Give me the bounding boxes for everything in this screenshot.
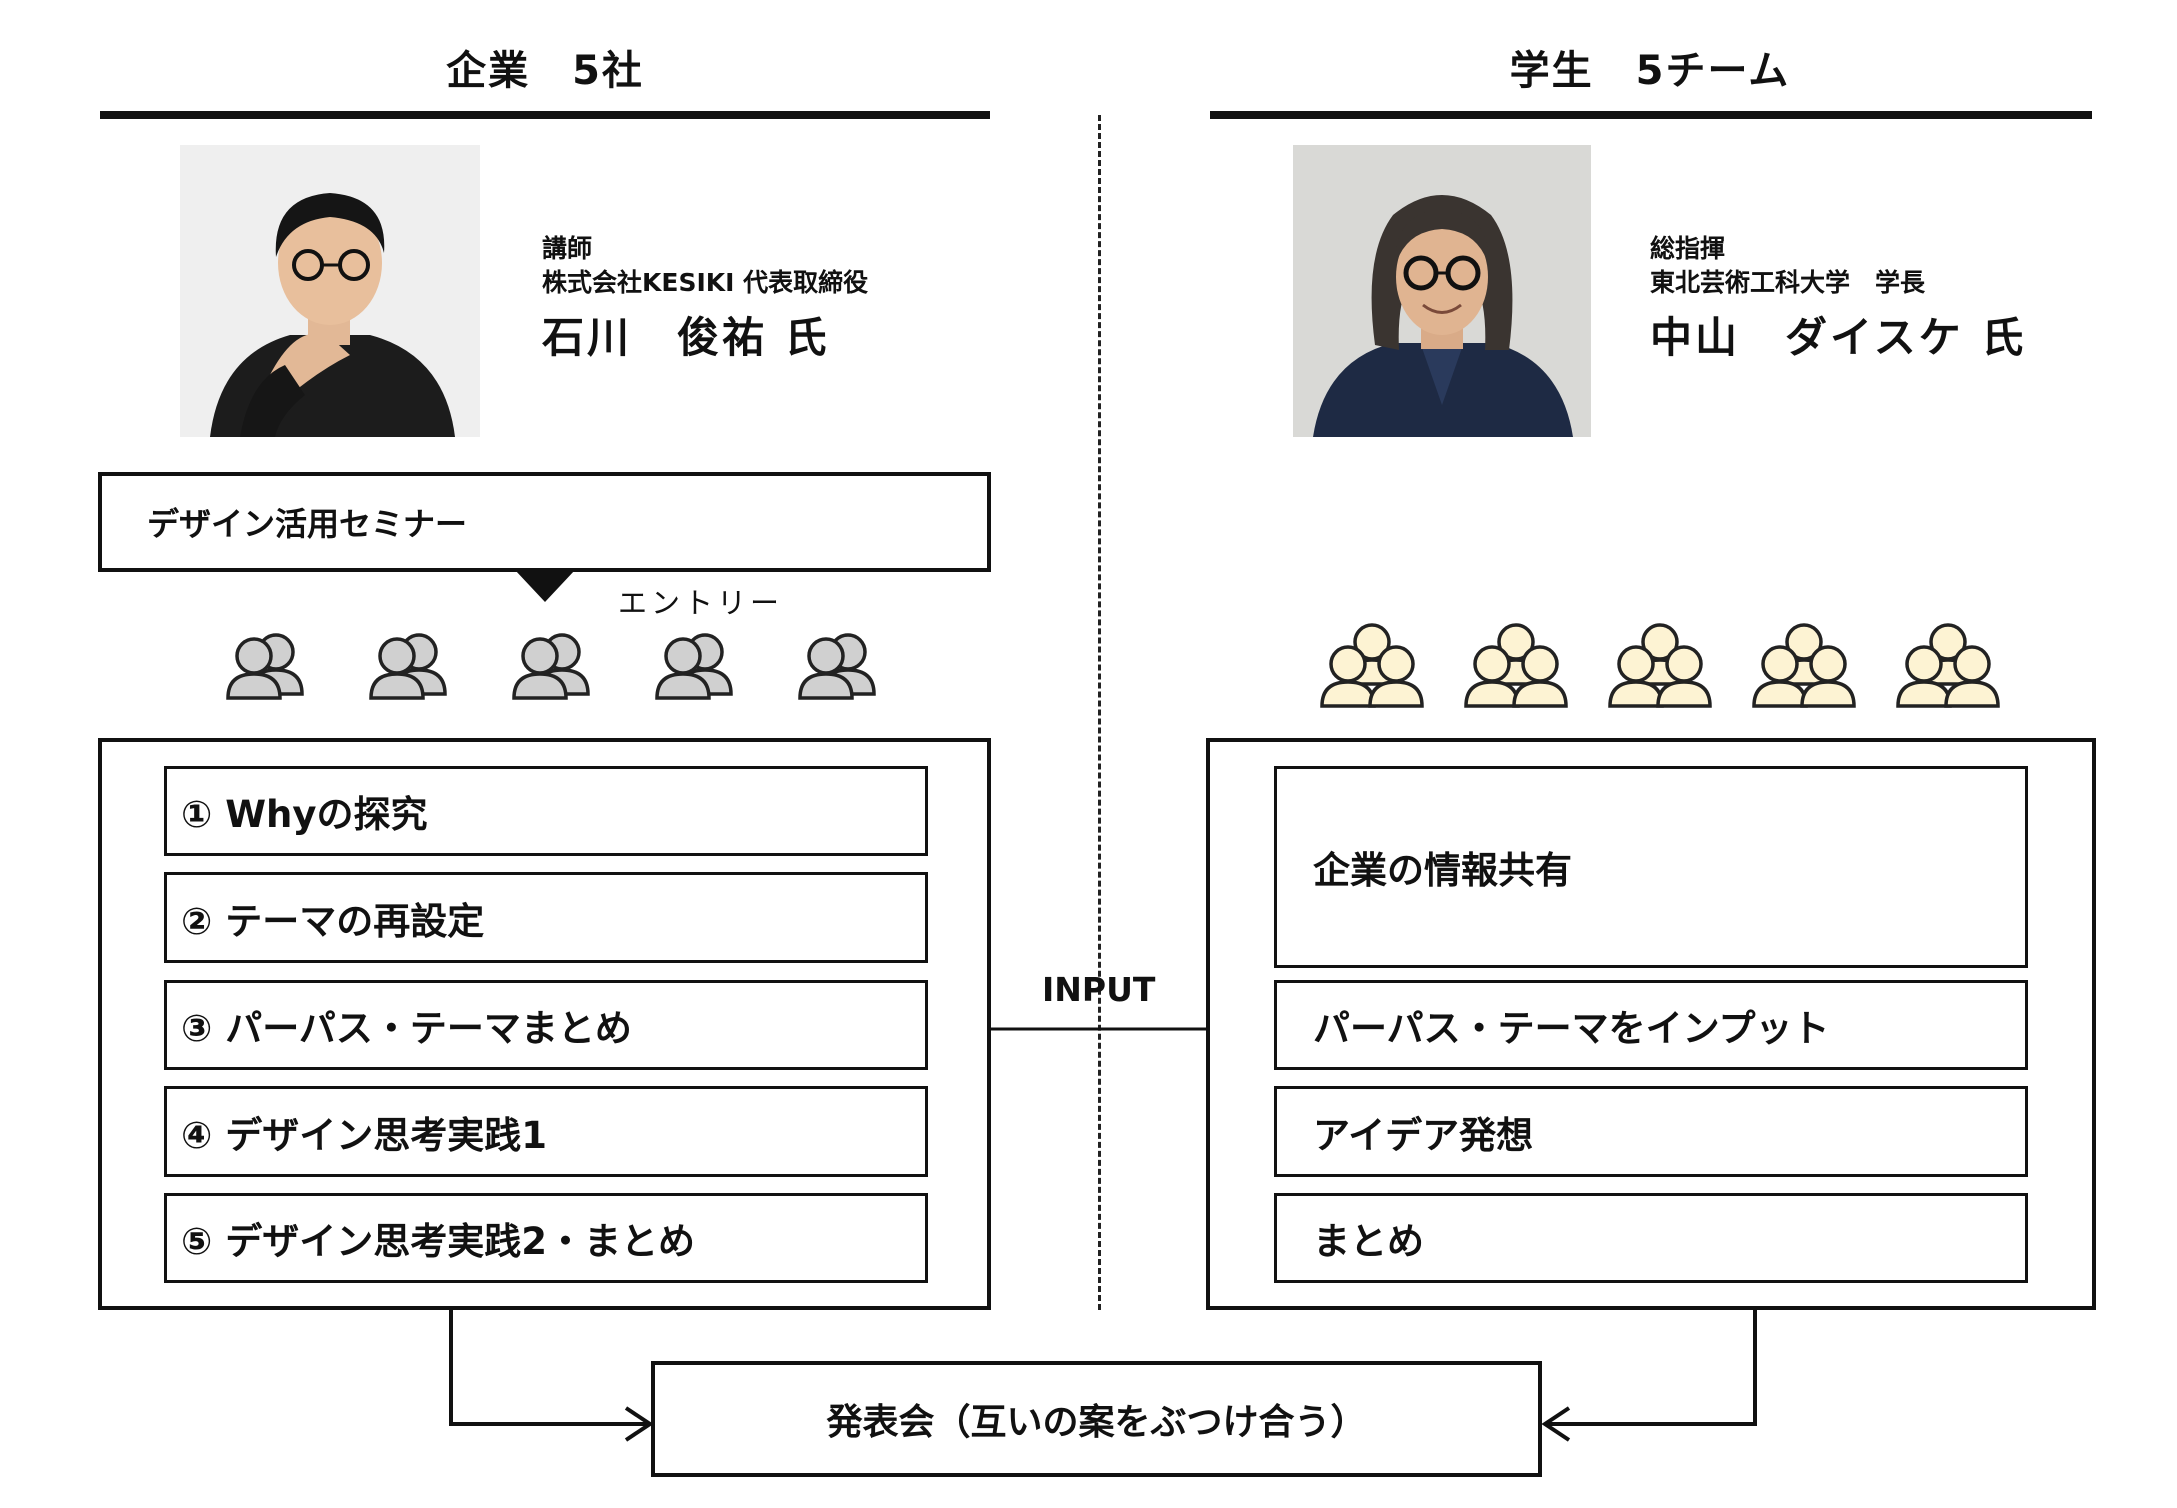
right-to-result-head <box>1541 1406 1571 1442</box>
input-label: INPUT <box>1042 970 1156 1009</box>
entry-label: エントリー <box>618 586 784 620</box>
student-team-icon <box>1896 623 2000 708</box>
left-column-title: 企業 5社 <box>446 48 644 94</box>
director-name: 中山 ダイスケ 氏 <box>1650 313 2027 362</box>
student-team-icon <box>1464 623 1568 708</box>
step-4: ④ デザイン思考実践1 <box>164 1086 928 1177</box>
student-step-4: まとめ <box>1274 1193 2028 1283</box>
director-affiliation: 東北芸術工科大学 学長 <box>1650 268 1926 297</box>
presentation-box: 発表会（互いの案をぶつけ合う） <box>651 1361 1542 1477</box>
instructor-role: 講師 <box>542 234 593 263</box>
company-group-icon <box>512 633 590 700</box>
student-team-icon <box>1608 623 1712 708</box>
right-to-result-line <box>1547 1310 1757 1426</box>
seminar-box: デザイン活用セミナー <box>98 472 991 572</box>
company-groups <box>226 633 876 700</box>
right-column-title: 学生 5チーム <box>1509 48 1791 94</box>
director-info: 総指揮 東北芸術工科大学 学長 中山 ダイスケ 氏 <box>1650 232 2170 365</box>
left-title-rule <box>100 111 990 119</box>
center-divider <box>1098 115 1101 1310</box>
company-group-icon <box>798 633 876 700</box>
student-step-3: アイデア発想 <box>1274 1086 2028 1177</box>
left-to-result-head <box>624 1406 654 1442</box>
student-team-icon <box>1752 623 1856 708</box>
student-teams <box>1320 623 2000 708</box>
step-3: ③ パーパス・テーマまとめ <box>164 980 928 1070</box>
step-5: ⑤ デザイン思考実践2・まとめ <box>164 1193 928 1283</box>
director-role: 総指揮 <box>1650 234 1726 263</box>
entry-pointer <box>515 570 575 602</box>
student-step-1: 企業の情報共有 <box>1274 766 2028 968</box>
company-group-icon <box>655 633 733 700</box>
instructor-affiliation: 株式会社KESIKI 代表取締役 <box>542 268 869 297</box>
student-step-2: パーパス・テーマをインプット <box>1274 980 2028 1070</box>
instructor-info: 講師 株式会社KESIKI 代表取締役 石川 俊祐 氏 <box>542 232 1062 365</box>
instructor-name: 石川 俊祐 氏 <box>542 313 830 362</box>
director-photo <box>1293 145 1591 437</box>
presentation-label: 発表会（互いの案をぶつけ合う） <box>826 1402 1367 1443</box>
seminar-label: デザイン活用セミナー <box>147 505 468 543</box>
instructor-photo <box>180 145 480 437</box>
right-title-rule <box>1210 111 2092 119</box>
step-1: ① Whyの探究 <box>164 766 928 856</box>
step-2: ② テーマの再設定 <box>164 872 928 963</box>
left-to-result-line <box>449 1310 648 1426</box>
company-group-icon <box>369 633 447 700</box>
student-team-icon <box>1320 623 1424 708</box>
company-group-icon <box>226 633 304 700</box>
